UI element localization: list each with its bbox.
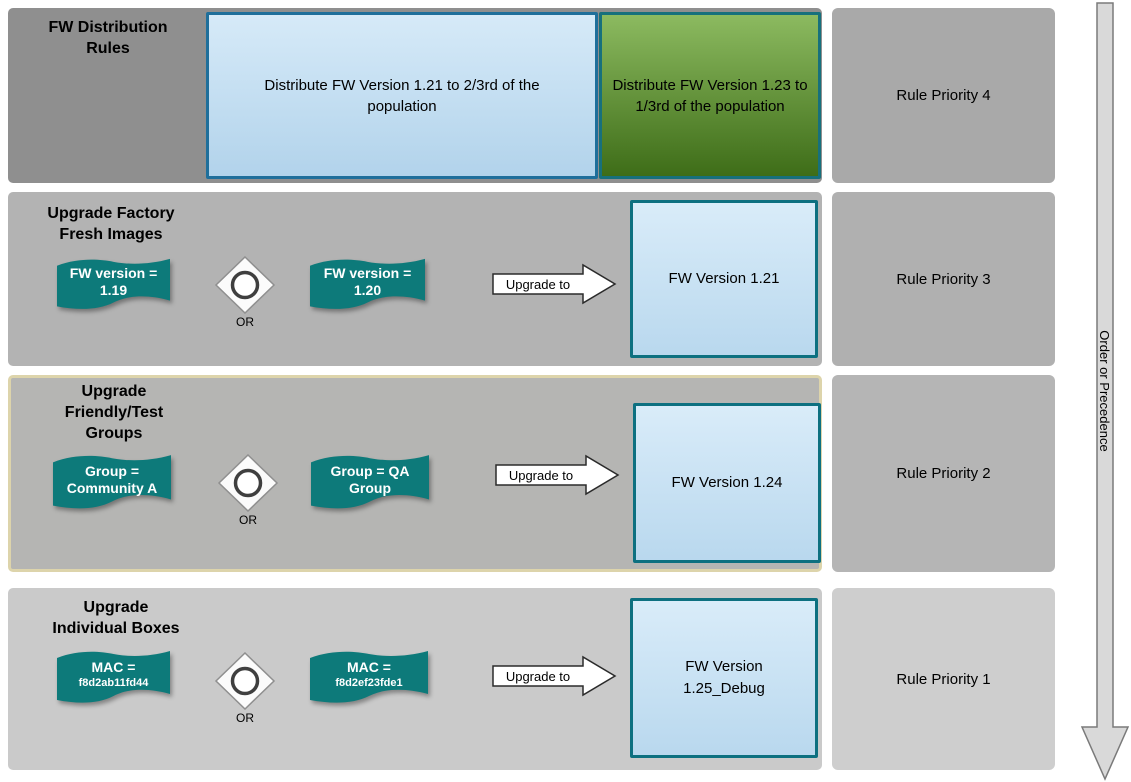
priority-badge-2: Rule Priority 2: [832, 375, 1055, 572]
down-arrow-icon: [1080, 2, 1130, 781]
upgrade-arrow: Upgrade to: [490, 262, 618, 306]
row-panel-individual-boxes: Upgrade Individual Boxes MAC = f8d2ab11f…: [8, 588, 822, 770]
target-fw-box: FW Version 1.25_Debug: [630, 598, 818, 758]
condition-ribbon-b: MAC = f8d2ef23fde1: [310, 648, 428, 712]
or-diamond-icon: [214, 652, 276, 710]
priority-badge-3: Rule Priority 3: [832, 192, 1055, 366]
ribbon-wave-icon: [57, 651, 170, 703]
ribbon-wave-icon: [310, 258, 425, 309]
upgrade-arrow-label: Upgrade to: [505, 276, 571, 292]
condition-line2: 1.20: [353, 282, 382, 298]
row-title-factory-fresh: Upgrade Factory Fresh Images: [47, 205, 175, 243]
or-gateway: OR: [216, 454, 280, 527]
condition-line2: f8d2ab11fd44: [78, 676, 149, 689]
row-title-distribution: FW Distribution Rules: [48, 19, 168, 57]
condition-ribbon-a: FW version = 1.19: [57, 256, 170, 318]
or-gateway: OR: [213, 652, 277, 725]
condition-line2: Group: [349, 480, 391, 496]
distribute-box-blue-label: Distribute FW Version 1.21 to 2/3rd of t…: [264, 76, 540, 115]
target-fw-box: FW Version 1.21: [630, 200, 818, 358]
ribbon-wave-icon: [57, 258, 170, 309]
row-panel-distribution: FW Distribution Rules Distribute FW Vers…: [8, 8, 822, 183]
condition-line1: FW version =: [69, 264, 158, 281]
condition-line1: MAC =: [91, 659, 136, 676]
condition-line1: MAC =: [347, 659, 391, 676]
or-label: OR: [236, 711, 254, 725]
condition-line1: Group =: [84, 462, 140, 479]
condition-line1: Group = QA: [330, 462, 410, 479]
ribbon-wave-icon: [310, 651, 428, 703]
distribute-box-green: Distribute FW Version 1.23 to 1/3rd of t…: [599, 12, 821, 179]
distribute-box-green-label: Distribute FW Version 1.23 to 1/3rd of t…: [612, 76, 808, 115]
precedence-arrow: Order or Precedence: [1078, 0, 1131, 782]
condition-ribbon-b: FW version = 1.20: [310, 256, 425, 318]
upgrade-arrow-label: Upgrade to: [505, 668, 571, 684]
condition-line2: 1.19: [99, 282, 128, 298]
priority-label: Rule Priority 3: [896, 270, 991, 288]
or-diamond-icon: [214, 256, 276, 314]
precedence-label: Order or Precedence: [1097, 330, 1112, 452]
condition-line1: FW version =: [323, 264, 412, 281]
priority-badge-1: Rule Priority 1: [832, 588, 1055, 770]
upgrade-arrow-label: Upgrade to: [508, 467, 574, 483]
ribbon-wave-icon: [53, 455, 171, 509]
priority-badge-4: Rule Priority 4: [832, 8, 1055, 183]
target-fw-label: FW Version 1.21: [668, 270, 780, 288]
priority-label: Rule Priority 4: [896, 87, 991, 104]
target-fw-label: FW Version 1.25_Debug: [683, 658, 765, 697]
or-label: OR: [236, 315, 254, 329]
target-fw-box: FW Version 1.24: [633, 403, 821, 563]
condition-ribbon-b: Group = QA Group: [311, 452, 429, 518]
target-fw-label: FW Version 1.24: [671, 474, 783, 492]
condition-line2: f8d2ef23fde1: [335, 676, 403, 689]
row-panel-test-groups: Upgrade Friendly/Test Groups Group = Com…: [8, 375, 822, 572]
row-panel-factory-fresh: Upgrade Factory Fresh Images FW version …: [8, 192, 822, 366]
priority-label: Rule Priority 1: [896, 670, 991, 688]
condition-line2: Community A: [66, 480, 158, 496]
right-arrow-icon: [492, 655, 617, 697]
row-title-individual-boxes: Upgrade Individual Boxes: [52, 599, 180, 637]
upgrade-arrow: Upgrade to: [493, 453, 621, 497]
upgrade-arrow: Upgrade to: [490, 654, 618, 698]
or-label: OR: [239, 513, 257, 527]
or-gateway: OR: [213, 256, 277, 329]
ribbon-wave-icon: [311, 455, 429, 509]
row-title-test-groups: Upgrade Friendly/Test Groups: [64, 383, 164, 442]
right-arrow-icon: [492, 263, 617, 305]
priority-label: Rule Priority 2: [896, 465, 991, 482]
condition-ribbon-a: Group = Community A: [53, 452, 171, 518]
condition-ribbon-a: MAC = f8d2ab11fd44: [57, 648, 170, 712]
distribute-box-blue: Distribute FW Version 1.21 to 2/3rd of t…: [206, 12, 598, 179]
right-arrow-icon: [495, 454, 620, 496]
or-diamond-icon: [217, 454, 279, 512]
